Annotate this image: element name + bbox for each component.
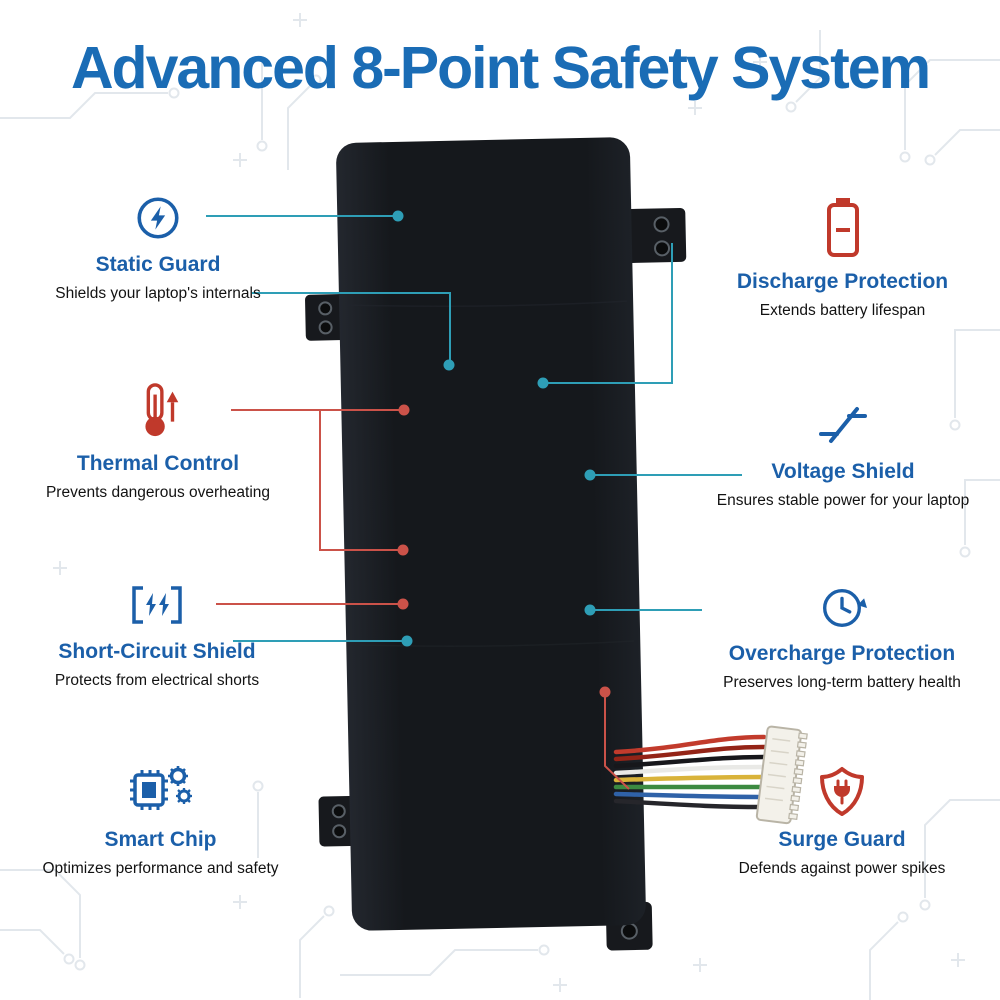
feature-surge-guard: Surge Guard Defends against power spikes <box>700 764 984 879</box>
mounting-holes <box>318 216 671 940</box>
wire-connector <box>755 725 808 825</box>
feature-desc: Prevents dangerous overheating <box>45 484 271 501</box>
callout-dots <box>392 210 611 698</box>
feature-title: Voltage Shield <box>771 460 915 483</box>
battery-icon <box>700 196 985 260</box>
feature-title: Overcharge Protection <box>728 642 956 665</box>
feature-desc: Defends against power spikes <box>738 860 946 877</box>
lightning-circle-icon <box>18 193 298 243</box>
feature-title: Short-Circuit Shield <box>58 640 256 663</box>
circuit-pattern <box>0 13 1000 1000</box>
feature-title: Surge Guard <box>778 828 906 851</box>
clock-icon <box>692 584 992 632</box>
feature-title: Static Guard <box>95 253 221 276</box>
feature-title: Thermal Control <box>76 452 240 475</box>
feature-desc: Optimizes performance and safety <box>42 860 279 877</box>
feature-desc: Ensures stable power for your laptop <box>716 492 970 509</box>
shield-plug-icon <box>700 764 984 818</box>
wire-harness <box>613 734 767 810</box>
feature-thermal-control: Thermal Control Prevents dangerous overh… <box>18 380 298 503</box>
feature-title: Discharge Protection <box>736 270 949 293</box>
feature-title: Smart Chip <box>104 828 217 851</box>
feature-desc: Shields your laptop's internals <box>55 285 261 302</box>
feature-overcharge-protection: Overcharge Protection Preserves long-ter… <box>692 584 992 693</box>
double-bolt-icon <box>12 580 302 630</box>
page-title: Advanced 8-Point Safety System <box>70 35 931 101</box>
feature-discharge-protection: Discharge Protection Extends battery lif… <box>700 196 985 321</box>
feature-smart-chip: Smart Chip Optimizes performance and saf… <box>18 760 303 879</box>
feature-short-circuit-shield: Short-Circuit Shield Protects from elect… <box>12 580 302 691</box>
feature-desc: Preserves long-term battery health <box>723 674 961 691</box>
feature-desc: Protects from electrical shorts <box>54 672 260 689</box>
battery-image <box>305 137 687 951</box>
feature-static-guard: Static Guard Shields your laptop's inter… <box>18 193 298 304</box>
chip-gears-icon <box>18 760 303 818</box>
callout-lines <box>206 215 742 790</box>
feature-desc: Extends battery lifespan <box>759 302 926 319</box>
thermometer-icon <box>18 380 298 442</box>
voltage-slash-icon <box>702 398 984 450</box>
feature-voltage-shield: Voltage Shield Ensures stable power for … <box>702 398 984 511</box>
